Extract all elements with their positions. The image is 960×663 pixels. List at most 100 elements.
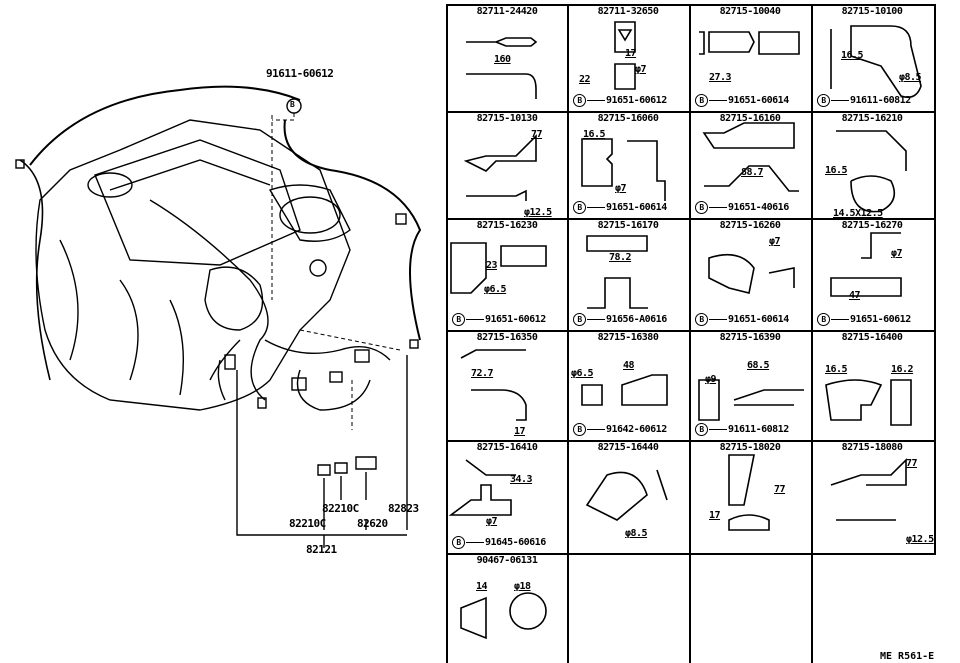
leader-line <box>831 100 849 101</box>
engine-wiring-illustration <box>15 85 422 548</box>
part-cell: 82715-10130 77 φ12.5 <box>446 111 568 218</box>
dimension-label: 16.5 <box>583 129 606 140</box>
dimension-label: 14.5X12.5 <box>833 208 883 219</box>
part-illustration <box>466 37 538 99</box>
leader-line <box>587 207 605 208</box>
part-number: 82715-16410 <box>476 442 538 453</box>
dimension-label: 23 <box>486 260 498 271</box>
part-number: 82715-10100 <box>841 6 903 17</box>
part-number: 82715-16060 <box>597 113 659 124</box>
bolt-symbol-icon: B <box>452 536 465 549</box>
part-number: 82715-18080 <box>841 442 903 453</box>
part-number: 82715-16170 <box>597 220 659 231</box>
dimension-label: φ7 <box>615 183 627 194</box>
connector-label-82210c-lower: 82210C <box>289 517 326 530</box>
part-number: 82711-24420 <box>476 6 538 17</box>
bolt-part-number: 91656-A0616 <box>606 314 667 325</box>
leader-line <box>587 100 605 101</box>
bolt-part-number: 91651-60614 <box>728 95 789 106</box>
dimension-label: φ12.5 <box>524 207 552 218</box>
bolt-part-number: 91651-60612 <box>850 314 911 325</box>
leader-line <box>587 319 605 320</box>
grid-line <box>934 4 936 553</box>
part-number: 82715-16440 <box>597 442 659 453</box>
part-illustration <box>702 122 799 192</box>
part-illustration <box>836 130 907 213</box>
part-number: 82715-10040 <box>719 6 781 17</box>
bolt-reference: B 91611-60812 <box>695 423 789 436</box>
bolt-part-number: 91651-60612 <box>485 314 546 325</box>
dimension-label: 47 <box>849 290 861 301</box>
bolt-part-number: 91651-60614 <box>606 202 667 213</box>
dimension-label: 48 <box>623 360 635 371</box>
part-number: 82715-16400 <box>841 332 903 343</box>
bolt-symbol-icon: B <box>695 423 708 436</box>
dimension-label: 16.5 <box>825 364 848 375</box>
bolt-part-number: 91651-40616 <box>728 202 789 213</box>
bolt-reference: B 91651-40616 <box>695 201 789 214</box>
dimension-label: φ8.5 <box>899 72 922 83</box>
dimension-label: 17 <box>514 426 526 437</box>
engine-block-outline <box>35 119 351 411</box>
dimension-label: φ7 <box>635 64 647 75</box>
bolt-symbol-icon: B <box>695 313 708 326</box>
bolt-part-number: 91611-60812 <box>728 424 789 435</box>
dimension-label: 77 <box>531 129 543 140</box>
part-illustration <box>586 235 648 309</box>
leader-line <box>587 429 605 430</box>
grid-line <box>811 4 813 663</box>
grid-line <box>446 553 936 555</box>
leader-line <box>709 100 727 101</box>
diagram-code: ME R561-E <box>880 651 935 662</box>
dimension-label: 72.7 <box>471 368 494 379</box>
bolt-symbol-label: B <box>290 100 295 109</box>
dimension-label: 17 <box>625 48 637 59</box>
dimension-label: 14 <box>476 581 488 592</box>
part-number: 82715-16350 <box>476 332 538 343</box>
bolt-symbol-icon: B <box>695 201 708 214</box>
part-illustration <box>460 592 547 640</box>
bolt-part-number: 91642-60612 <box>606 424 667 435</box>
bolt-part-number: 91651-60614 <box>728 314 789 325</box>
bolt-symbol-icon: B <box>817 313 830 326</box>
grid-line <box>446 440 936 442</box>
bolt-reference: B 91651-60614 <box>695 313 789 326</box>
bolt-part-number: 91645-60616 <box>485 537 546 548</box>
dimension-label: 88.7 <box>741 167 764 178</box>
dimension-label: φ7 <box>769 236 781 247</box>
part-number: 82715-10130 <box>476 113 538 124</box>
part-illustration <box>830 458 907 521</box>
part-cell <box>689 553 811 663</box>
dimension-label: 160 <box>494 54 511 65</box>
dimension-label: φ7 <box>486 516 498 527</box>
part-illustration <box>581 138 666 201</box>
part-illustration <box>614 21 636 90</box>
part-cell <box>811 553 933 663</box>
grid-line <box>446 330 936 332</box>
part-number: 82715-16160 <box>719 113 781 124</box>
leader-line <box>709 429 727 430</box>
part-illustration <box>708 253 795 294</box>
part-illustration <box>825 379 912 426</box>
dimension-label: 16.2 <box>891 364 914 375</box>
dimension-label: 17 <box>709 510 721 521</box>
dimension-label: 77 <box>906 458 918 469</box>
assembly-label-82121: 82121 <box>306 543 337 556</box>
part-illustration <box>830 25 922 99</box>
dimension-label: 68.5 <box>747 360 770 371</box>
bolt-reference: B 91645-60616 <box>452 536 546 549</box>
